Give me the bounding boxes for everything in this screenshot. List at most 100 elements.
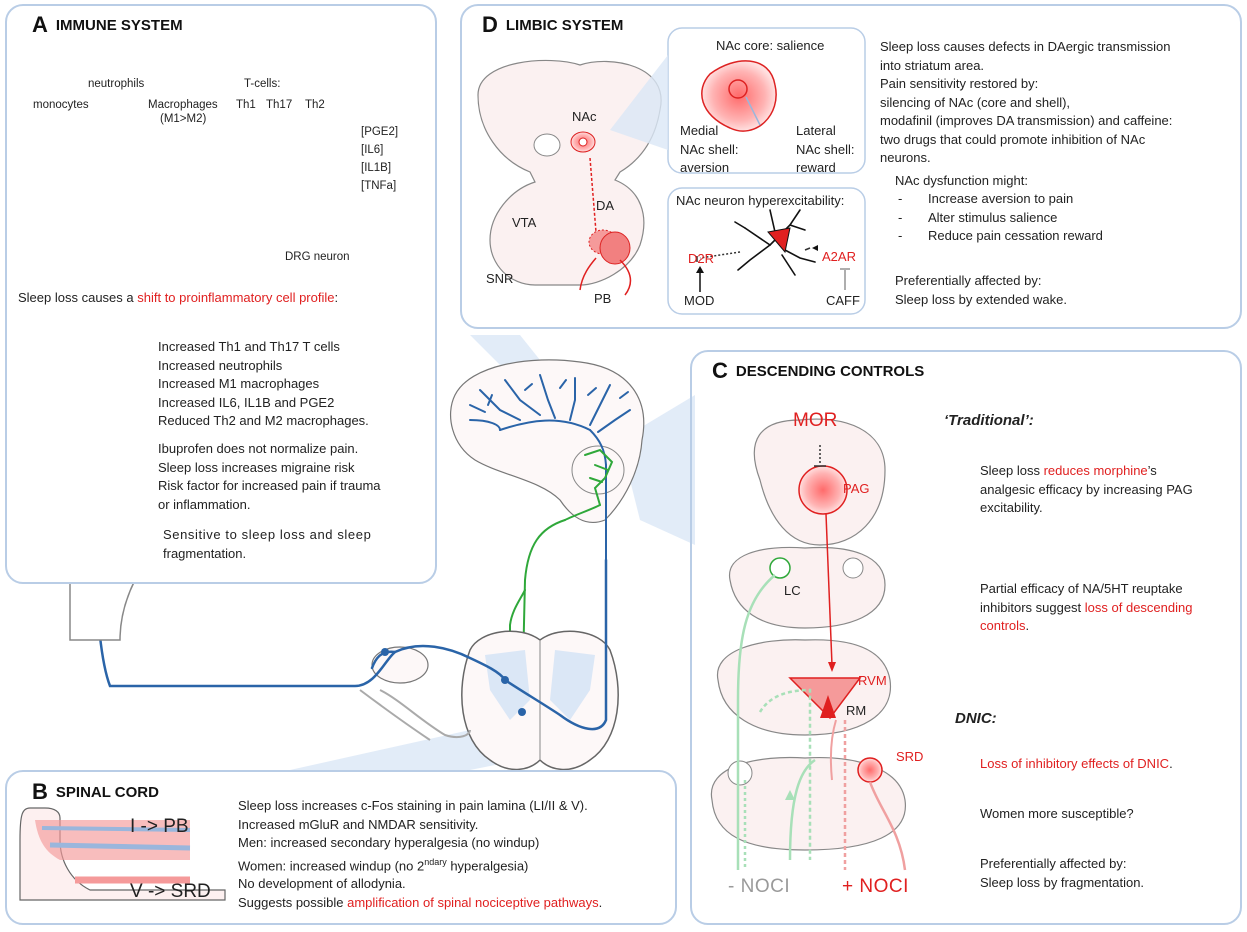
trad1-red: reduces morphine bbox=[1043, 463, 1148, 478]
list-item: Sleep loss increases migraine risk bbox=[158, 459, 355, 475]
list-item: Increased neutrophils bbox=[158, 357, 283, 373]
limbic-line: silencing of NAc (core and shell), bbox=[880, 94, 1071, 110]
dnic-line: Sleep loss by fragmentation. bbox=[980, 874, 1145, 890]
label-dnic: DNIC: bbox=[955, 710, 997, 727]
cytokine-il1b: [IL1B] bbox=[361, 162, 392, 174]
shift-red: shift to proinflammatory cell profile bbox=[137, 290, 335, 305]
spinal-line-1: Sleep loss increases c-Fos staining in p… bbox=[238, 798, 588, 813]
limbic-line: modafinil (improves DA transmission) and… bbox=[880, 113, 1173, 128]
panel-d-letter: D bbox=[482, 12, 498, 37]
panel-b-letter: B bbox=[32, 779, 48, 804]
label-srd: SRD bbox=[896, 749, 924, 764]
panel-a-letter: A bbox=[32, 12, 48, 37]
label-plus-noci: + NOCI bbox=[842, 876, 909, 897]
cytokine-il6: [IL6] bbox=[361, 144, 384, 156]
label-th1: Th1 bbox=[236, 99, 256, 111]
trad2-prefix: inhibitors suggest bbox=[980, 599, 1085, 615]
immune-list-1: Increased Th1 and Th17 T cells Increased… bbox=[158, 338, 369, 431]
spinal-line-4: Women: increased windup (no 2ndary hyper… bbox=[238, 853, 602, 876]
lateral-line: reward bbox=[796, 160, 836, 175]
label-snr: SNR bbox=[486, 271, 514, 286]
label-nac: NAc bbox=[572, 109, 597, 124]
dysf-item: Increase aversion to pain bbox=[928, 191, 1074, 206]
dysf-item: Alter stimulus salience bbox=[928, 209, 1058, 225]
trad2-red: loss of descending bbox=[1084, 599, 1193, 615]
nac-dysfunction-list: -Increase aversion to pain -Alter stimul… bbox=[898, 190, 1103, 246]
dnic-line-2: Women more susceptible? bbox=[980, 806, 1134, 821]
spinal-line-6: Suggests possible amplification of spina… bbox=[238, 894, 602, 913]
spinal-line-5: No development of allodynia. bbox=[238, 876, 406, 892]
line4-sup: ndary bbox=[424, 856, 447, 867]
shift-prefix: Sleep loss causes a bbox=[18, 290, 138, 305]
spinal-line-2: Increased mGluR and NMDAR sensitivity. bbox=[238, 816, 479, 832]
cytokine-pge2: [PGE2] bbox=[361, 126, 399, 138]
path-i-pb: I -> PB bbox=[130, 816, 189, 837]
label-drg-neuron: DRG neuron bbox=[285, 251, 350, 263]
label-rm: RM bbox=[846, 703, 867, 718]
label-neutrophils: neutrophils bbox=[88, 78, 145, 90]
line6-prefix: Suggests possible bbox=[238, 894, 348, 910]
limbic-line: Pain sensitivity restored by: bbox=[880, 76, 1039, 91]
immune-sensitive: Sensitive to sleep loss and sleep fragme… bbox=[163, 526, 371, 563]
dnic1-suffix: . bbox=[1169, 756, 1173, 771]
spinal-text: Sleep loss increases c-Fos staining in p… bbox=[238, 797, 602, 912]
trad1-prefix: Sleep loss bbox=[980, 463, 1044, 478]
panel-c-heading: DESCENDING CONTROLS bbox=[735, 363, 925, 380]
list-item: Ibuprofen does not normalize pain. bbox=[158, 441, 359, 456]
label-minus-noci: - NOCI bbox=[728, 876, 791, 897]
trad-line: controls. bbox=[980, 617, 1192, 636]
dnic-preferential: Preferentially affected by: Sleep loss b… bbox=[980, 855, 1144, 892]
limbic-line: neurons. bbox=[880, 150, 931, 165]
list-item: -Increase aversion to pain bbox=[898, 191, 1074, 206]
traditional-text-1: Sleep loss reduces morphine’s analgesic … bbox=[980, 462, 1193, 518]
trad-line: analgesic efficacy by increasing PAG bbox=[980, 481, 1193, 497]
label-da: DA bbox=[596, 198, 615, 213]
trad2-suffix: . bbox=[1025, 618, 1030, 633]
list-item: Increased IL6, IL1B and PGE2 bbox=[158, 394, 335, 410]
line4-a: Women: increased windup (no 2 bbox=[238, 857, 425, 873]
dysf-item: Reduce pain cessation reward bbox=[928, 228, 1103, 243]
limbic-line: into striatum area. bbox=[880, 57, 985, 73]
cytokine-tnfa: [TNFa] bbox=[361, 180, 397, 192]
panel-limbic-system bbox=[460, 4, 1242, 329]
traditional-text-2: Partial efficacy of NA/5HT reuptake inhi… bbox=[980, 580, 1192, 636]
trad1-suffix: ’s bbox=[1147, 463, 1157, 478]
list-item: fragmentation. bbox=[163, 545, 247, 561]
shift-suffix: : bbox=[334, 290, 339, 305]
lateral-line: NAc shell: bbox=[796, 141, 855, 157]
limbic-line: two drugs that could promote inhibition … bbox=[880, 131, 1146, 147]
list-item: Increased M1 macrophages bbox=[158, 376, 320, 391]
label-th2: Th2 bbox=[305, 99, 325, 111]
panel-c-letter: C bbox=[712, 358, 728, 383]
list-item: Sensitive to sleep loss and sleep bbox=[163, 527, 372, 542]
spinal-line-3: Men: increased secondary hyperalgesia (n… bbox=[238, 835, 540, 850]
panel-spinal-cord bbox=[5, 770, 677, 925]
shift-statement: Sleep loss causes a shift to proinflamma… bbox=[18, 289, 338, 307]
label-rvm: RVM bbox=[858, 673, 887, 688]
panel-immune-system bbox=[5, 4, 437, 584]
label-tcells: T-cells: bbox=[244, 78, 281, 90]
path-v-srd: V -> SRD bbox=[130, 881, 211, 902]
label-th17: Th17 bbox=[266, 99, 293, 111]
limbic-line: Sleep loss causes defects in DAergic tra… bbox=[880, 39, 1171, 54]
nac-dysfunction-title: NAc dysfunction might: bbox=[895, 173, 1028, 188]
label-medial-shell: Medial NAc shell: aversion bbox=[680, 122, 739, 178]
trad-line: excitability. bbox=[980, 500, 1043, 515]
list-item: -Reduce pain cessation reward bbox=[898, 228, 1103, 243]
label-vta: VTA bbox=[512, 215, 537, 230]
label-a2ar: A2AR bbox=[822, 249, 856, 264]
panel-d-title: D LIMBIC SYSTEM bbox=[482, 12, 623, 38]
trad-line: Partial efficacy of NA/5HT reuptake bbox=[980, 581, 1183, 596]
label-macrophages-sub: (M1>M2) bbox=[160, 113, 207, 125]
medial-line: NAc shell: bbox=[680, 141, 739, 157]
label-caff: CAFF bbox=[826, 293, 860, 308]
panel-descending-controls bbox=[690, 350, 1242, 925]
panel-d-heading: LIMBIC SYSTEM bbox=[505, 17, 624, 34]
limbic-preferential: Preferentially affected by: Sleep loss b… bbox=[895, 272, 1067, 309]
list-item: or inflammation. bbox=[158, 496, 251, 512]
trad-line: inhibitors suggest loss of descending bbox=[980, 599, 1192, 618]
limbic-text: Sleep loss causes defects in DAergic tra… bbox=[880, 38, 1172, 168]
label-lc: LC bbox=[784, 583, 801, 598]
